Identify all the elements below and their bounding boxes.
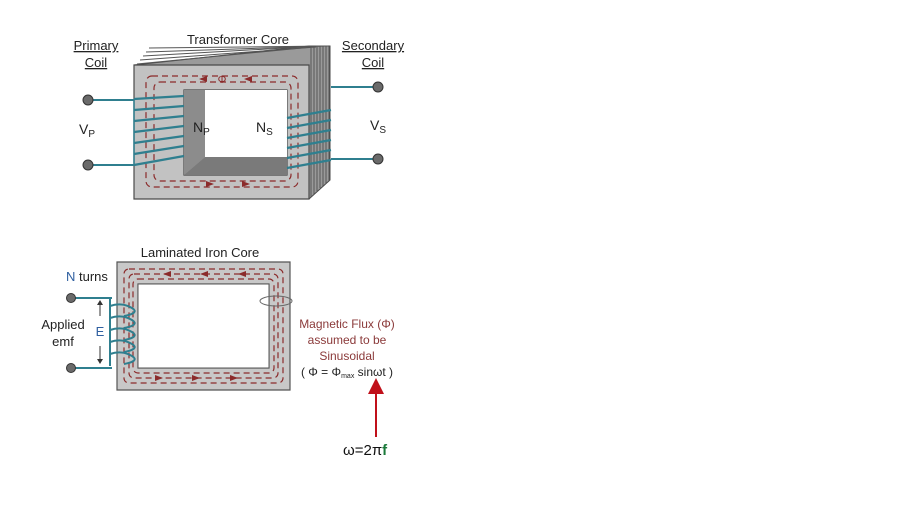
flux-path-inner — [153, 81, 292, 182]
emf-arrowhead-down — [97, 359, 103, 364]
core-flux-arrow-top-3 — [238, 271, 246, 277]
omega-annotation: ω=2πf — [343, 378, 388, 459]
secondary-label-line1: Secondary — [342, 38, 405, 53]
applied-emf-line1: Applied — [41, 317, 84, 332]
core-window-side — [184, 90, 205, 175]
primary-terminal-top — [82, 94, 94, 106]
vs-label: VS — [370, 117, 386, 136]
core-flux-outer — [123, 268, 284, 384]
flux-label-line1: Magnetic Flux (Φ) — [299, 317, 395, 331]
flux-arrow-top-right — [244, 76, 252, 82]
primary-label-line2: Coil — [85, 55, 108, 70]
flux-label-line3: Sinusoidal — [319, 349, 374, 363]
primary-terminal-bottom — [82, 159, 94, 171]
secondary-terminal-bottom — [372, 153, 384, 165]
flux-arrow-top-left — [199, 76, 207, 82]
bottom-laminated-core-diagram: Laminated Iron Core N turns Applied emf … — [41, 245, 395, 391]
secondary-terminal-top — [372, 81, 384, 93]
core-flux-arrow-top-2 — [200, 271, 208, 277]
emf-arrowhead-up — [97, 300, 103, 305]
primary-label-line1: Primary — [74, 38, 119, 53]
n-turns-label: N turns — [66, 269, 108, 284]
n-turns-coil — [109, 298, 136, 366]
flux-equation: ( Φ = Φmax sinωt ) — [301, 365, 393, 380]
core-flux-arrow-bottom-2 — [192, 375, 200, 381]
omega-equation: ω=2πf — [343, 442, 388, 459]
flux-arrow-bottom-2 — [242, 181, 250, 187]
emf-e-label: E — [96, 324, 105, 339]
ns-label: NS — [256, 119, 273, 138]
flux-arrow-bottom — [206, 181, 214, 187]
vp-label: VP — [79, 121, 95, 140]
core-flux-arrow-bottom-1 — [155, 375, 163, 381]
np-label: NP — [193, 119, 210, 138]
laminated-core-title: Laminated Iron Core — [141, 245, 260, 260]
secondary-winding — [286, 108, 332, 170]
core-window-shadow — [184, 157, 287, 175]
flux-indicator-ellipse — [259, 295, 293, 307]
flux-label-line2: assumed to be — [308, 333, 387, 347]
core-flux-arrow-top-1 — [163, 271, 171, 277]
laminated-core-window — [137, 283, 270, 369]
coil-terminal-bottom — [66, 363, 76, 373]
top-transformer-diagram: Transformer Core Primary Coil Secondary … — [74, 32, 405, 200]
core-window-opening — [205, 90, 287, 157]
coil-terminal-top — [66, 293, 76, 303]
core-flux-arrow-bottom-3 — [230, 375, 238, 381]
flux-path-outer — [145, 75, 299, 188]
applied-emf-line2: emf — [52, 334, 74, 349]
primary-winding — [133, 94, 185, 167]
flux-symbol-label: Φ — [218, 74, 227, 86]
core-title: Transformer Core — [187, 32, 289, 47]
secondary-label-line2: Coil — [362, 55, 385, 70]
